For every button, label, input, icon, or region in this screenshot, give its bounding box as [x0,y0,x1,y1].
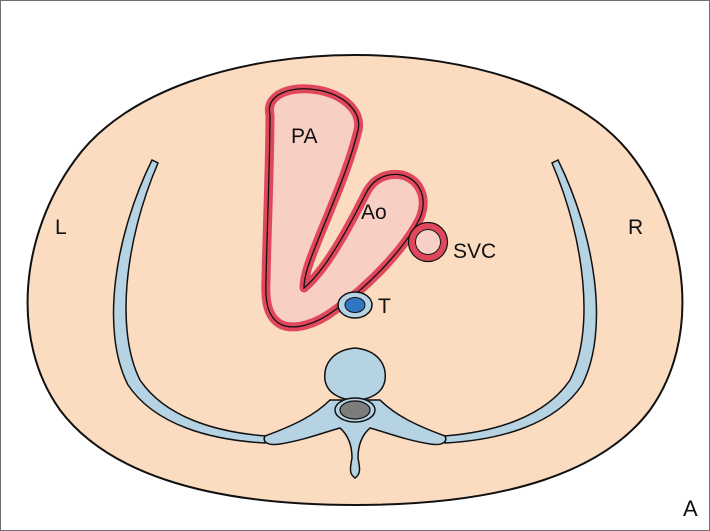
label-left: L [55,216,67,239]
label-trachea: T [378,295,391,318]
label-right: R [628,216,643,239]
superior-vena-cava [412,226,444,258]
panel-label: A [683,496,698,521]
trachea-lumen [345,298,365,313]
spinal-cord [340,401,370,419]
label-pa: PA [291,125,317,148]
vertebral-body [325,348,386,400]
label-svc: SVC [453,240,496,263]
label-ao: Ao [361,201,387,224]
